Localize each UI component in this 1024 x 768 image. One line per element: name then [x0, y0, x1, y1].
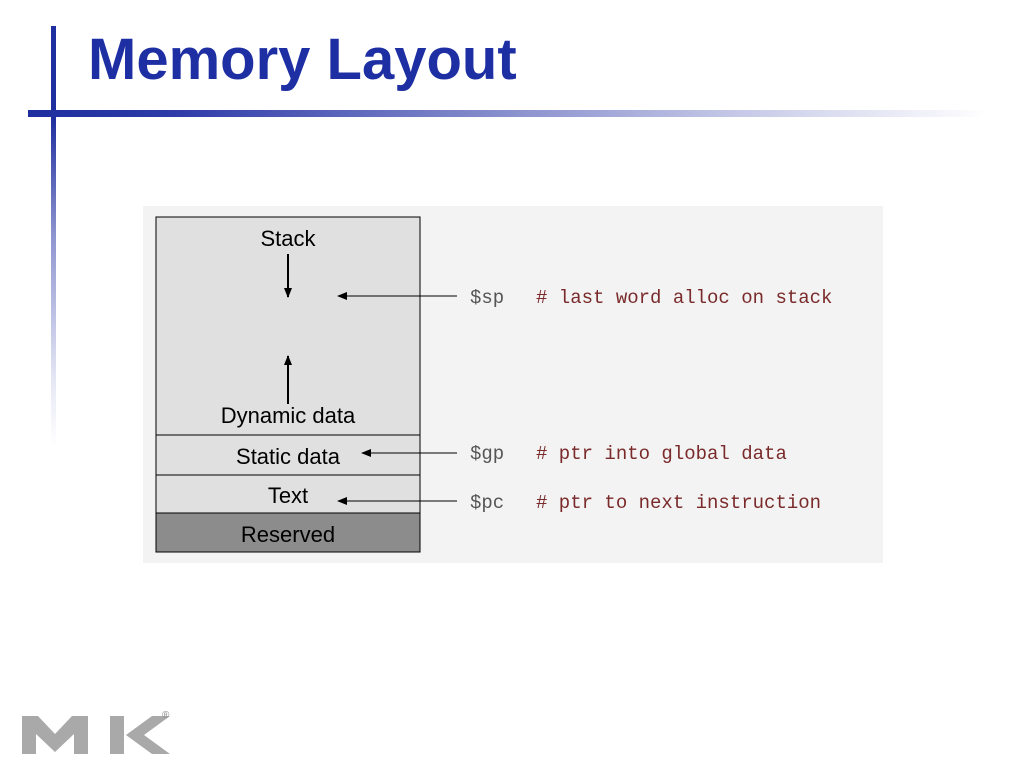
register-name-sp: $sp [470, 287, 504, 309]
segment-box-text [155, 474, 421, 514]
register-comment-pc: # ptr to next instruction [536, 492, 821, 514]
memory-layout-diagram: Stack Dynamic data Static data Text Rese… [155, 216, 832, 553]
register-name-gp: $gp [470, 443, 504, 465]
segment-box-static [155, 434, 421, 476]
segment-label-stack: Stack [260, 226, 316, 251]
register-comment-gp: # ptr into global data [536, 443, 787, 465]
segment-box-reserved [155, 512, 421, 553]
slide-title: Memory Layout [88, 27, 517, 92]
segment-label-static-data: Static data [236, 444, 341, 469]
accent-bar-horizontal [28, 110, 988, 117]
mk-logo-icon: ® [22, 710, 170, 754]
segment-label-reserved: Reserved [241, 522, 335, 547]
register-comment-sp: # last word alloc on stack [536, 287, 832, 309]
segment-label-text: Text [268, 483, 308, 508]
register-name-pc: $pc [470, 492, 504, 514]
registered-mark: ® [162, 710, 170, 721]
segment-label-dynamic-data: Dynamic data [221, 403, 356, 428]
accent-bar-vertical [51, 26, 56, 446]
